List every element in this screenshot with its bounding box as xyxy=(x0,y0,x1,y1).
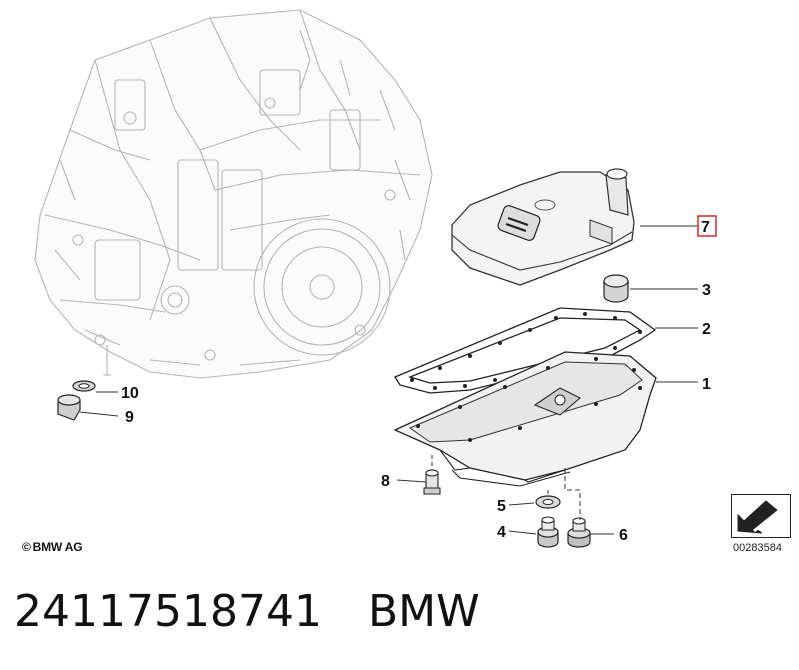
callout-10: 10 xyxy=(121,385,139,402)
plug-seal-ring xyxy=(72,380,96,392)
rubber-mount xyxy=(603,274,629,303)
part-number: 24117518741 xyxy=(14,586,322,637)
callout-4: 4 xyxy=(497,524,506,541)
pan-gasket xyxy=(394,307,657,394)
leader-lines xyxy=(79,225,698,535)
reference-arrow-box xyxy=(731,494,791,538)
callout-3: 3 xyxy=(702,282,711,299)
copyright-notice: ©BMW AG xyxy=(22,540,83,554)
callout-7-highlight-box xyxy=(697,215,717,237)
brand-name: BMW xyxy=(367,586,480,637)
pan-bolt xyxy=(423,469,441,495)
seal-ring xyxy=(535,495,561,509)
exploded-parts-diagram: 7 3 2 1 10 9 8 5 4 6 xyxy=(34,9,717,548)
copyright-owner: BMW AG xyxy=(32,540,83,554)
callout-8: 8 xyxy=(381,473,390,490)
drain-plug-left xyxy=(537,516,559,548)
callout-1: 1 xyxy=(702,376,711,393)
oil-pan xyxy=(393,351,657,487)
drain-plug-right xyxy=(567,517,591,548)
callout-2: 2 xyxy=(702,321,711,338)
arrow-icon xyxy=(737,500,785,534)
diagram-reference-number: 00283584 xyxy=(733,542,782,554)
callout-labels: 7 3 2 1 10 9 8 5 4 6 xyxy=(121,215,717,544)
oil-filter xyxy=(451,168,635,286)
filler-plug xyxy=(57,394,81,421)
callout-7: 7 xyxy=(701,219,710,236)
callout-6: 6 xyxy=(619,527,628,544)
callout-9: 9 xyxy=(125,409,134,426)
copyright-symbol: © xyxy=(22,540,31,554)
callout-5: 5 xyxy=(497,498,506,515)
transmission-housing xyxy=(34,9,433,379)
part-footer: 24117518741 BMW xyxy=(14,586,480,637)
